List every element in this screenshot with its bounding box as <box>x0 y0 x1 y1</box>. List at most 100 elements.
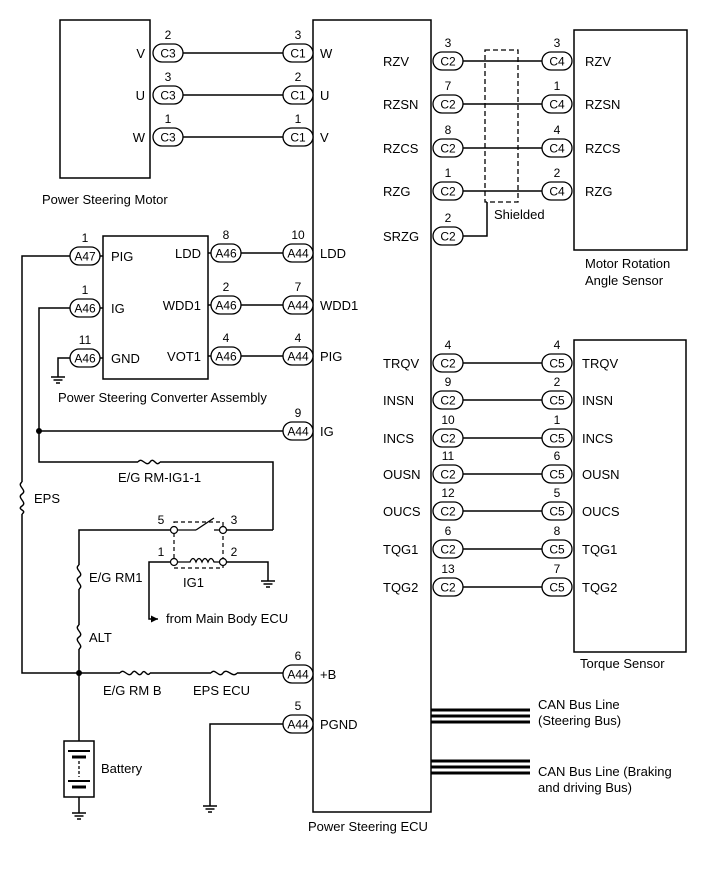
ecu-PGND-signal-name: PGND <box>320 717 358 732</box>
torque-TRQV-pin-number: 4 <box>554 338 561 352</box>
relay-switch-arm <box>195 517 215 531</box>
converter-box <box>102 235 209 380</box>
angle-RZSN-pin-number: 1 <box>554 79 561 93</box>
converter-VOT1-connector-label: A46 <box>215 350 237 364</box>
torque-sensor-label: Torque Sensor <box>580 656 665 671</box>
ecu-LDD-connector <box>282 243 314 263</box>
ecu-LDD-signal-name: LDD <box>320 246 346 261</box>
converter-label: Power Steering Converter Assembly <box>58 390 267 405</box>
relay-pin5-wire <box>78 529 170 673</box>
converter-LDD-signal-name: LDD <box>175 246 201 261</box>
torque-OUSN-connector-label: C5 <box>549 468 565 482</box>
angle-RZSN-signal-name: RZSN <box>585 97 620 112</box>
converter-GND-connector-label: A46 <box>74 352 96 366</box>
can-steering-bus-lines <box>431 708 530 724</box>
angle-RZV-pin-number: 3 <box>554 36 561 50</box>
ecu-LDD-connector-label: A44 <box>287 247 309 261</box>
converter-GND-pin-number: 11 <box>79 333 92 347</box>
angle-RZG-signal-name: RZG <box>585 184 612 199</box>
converter-VOT1-signal-name: VOT1 <box>167 349 201 364</box>
power-steering-motor-box <box>59 19 151 179</box>
ecu-OUSN-connector-label: C2 <box>440 468 456 482</box>
torque-INCS-signal-name: INCS <box>582 431 613 446</box>
ecu-IG-connector-label: A44 <box>287 425 309 439</box>
ecu-INSN-connector-label: C2 <box>440 394 456 408</box>
motor-V-pin-number: 2 <box>165 28 172 42</box>
angle-RZCS-connector <box>541 138 573 158</box>
angle-RZG-pin-number: 2 <box>554 166 561 180</box>
ecu-+B-signal-name: +B <box>320 667 336 682</box>
can-steering-label-1: CAN Bus Line <box>538 697 620 712</box>
angle-RZV-connector <box>541 51 573 71</box>
ecu-W-signal-name: W <box>320 46 333 61</box>
angle-sensor-label-1: Motor Rotation <box>585 256 670 271</box>
ecu-WDD1-signal-name: WDD1 <box>320 298 358 313</box>
fuse-label-eps-ecu: EPS ECU <box>193 683 250 698</box>
angle-RZSN-connector-label: C4 <box>549 98 565 112</box>
motor-U-connector-label: C3 <box>160 89 176 103</box>
torque-OUSN-signal-name: OUSN <box>582 467 620 482</box>
ecu-SRZG-pin-number: 2 <box>445 211 452 225</box>
ecu-IG-signal-name: IG <box>320 424 334 439</box>
ecu-LDD-pin-number: 10 <box>291 228 305 242</box>
ecu-PIG-connector-label: A44 <box>287 350 309 364</box>
converter-GND-connector <box>69 348 101 368</box>
ecu-OUSN-pin-number: 11 <box>442 449 455 463</box>
shield-outline <box>484 49 519 203</box>
torque-TQG1-connector <box>541 539 573 559</box>
ecu-TQG1-signal-name: TQG1 <box>383 542 418 557</box>
ecu-RZG-connector-label: C2 <box>440 185 456 199</box>
ecu-OUCS-pin-number: 12 <box>441 486 455 500</box>
ecu-PIG-pin-number: 4 <box>295 331 302 345</box>
motor-W-connector-label: C3 <box>160 131 176 145</box>
converter-LDD-connector-label: A46 <box>215 247 237 261</box>
can-braking-label-1: CAN Bus Line (Braking <box>538 764 672 779</box>
angle-RZCS-connector-label: C4 <box>549 142 565 156</box>
motor-W-connector <box>152 127 184 147</box>
ecu-PGND-pin-number: 5 <box>295 699 302 713</box>
angle-RZV-connector-label: C4 <box>549 55 565 69</box>
ground-icon <box>202 799 218 813</box>
converter-GND-signal-name: GND <box>111 351 140 366</box>
battery-label: Battery <box>101 761 143 776</box>
arrow-icon <box>151 615 158 623</box>
ecu-V-signal-name: V <box>320 130 329 145</box>
ecu-INCS-pin-number: 10 <box>441 413 455 427</box>
ecu-TRQV-signal-name: TRQV <box>383 356 419 371</box>
ecu-RZSN-connector-label: C2 <box>440 98 456 112</box>
relay-label: IG1 <box>183 575 204 590</box>
converter-WDD1-connector <box>210 295 242 315</box>
ecu-TRQV-connector-label: C2 <box>440 357 456 371</box>
ecu-+B-connector <box>282 664 314 684</box>
ecu-V-connector-label: C1 <box>290 131 306 145</box>
ecu-V-pin-number: 1 <box>295 112 302 126</box>
relay-pin-label: 1 <box>158 545 165 559</box>
ecu-SRZG-connector <box>432 226 464 246</box>
ecu-U-connector <box>282 85 314 105</box>
torque-OUSN-connector <box>541 464 573 484</box>
ecu-OUCS-connector-label: C2 <box>440 505 456 519</box>
torque-TRQV-signal-name: TRQV <box>582 356 618 371</box>
ecu-W-connector <box>282 43 314 63</box>
ecu-label: Power Steering ECU <box>308 819 428 834</box>
torque-TQG1-pin-number: 8 <box>554 524 561 538</box>
ecu-TQG1-pin-number: 6 <box>445 524 452 538</box>
ecu-RZCS-pin-number: 8 <box>445 123 452 137</box>
converter-WDD1-pin-number: 2 <box>223 280 230 294</box>
ecu-TQG2-signal-name: TQG2 <box>383 580 418 595</box>
ecu-PIG-connector <box>282 346 314 366</box>
can-steering-label-2: (Steering Bus) <box>538 713 621 728</box>
angle-RZCS-signal-name: RZCS <box>585 141 621 156</box>
relay-terminal-2 <box>218 557 228 567</box>
eps-ecu-fuse-icon <box>210 667 238 679</box>
ground-icon <box>71 806 87 820</box>
motor-V-signal-name: V <box>136 46 145 61</box>
ecu-TQG2-connector <box>432 577 464 597</box>
eg-rm1-fuse-icon <box>73 564 85 590</box>
converter-IG-signal-name: IG <box>111 301 125 316</box>
torque-TQG1-connector-label: C5 <box>549 543 565 557</box>
ecu-RZG-signal-name: RZG <box>383 184 410 199</box>
torque-INCS-connector <box>541 428 573 448</box>
relay-coil-icon <box>178 557 219 564</box>
torque-TQG2-signal-name: TQG2 <box>582 580 617 595</box>
